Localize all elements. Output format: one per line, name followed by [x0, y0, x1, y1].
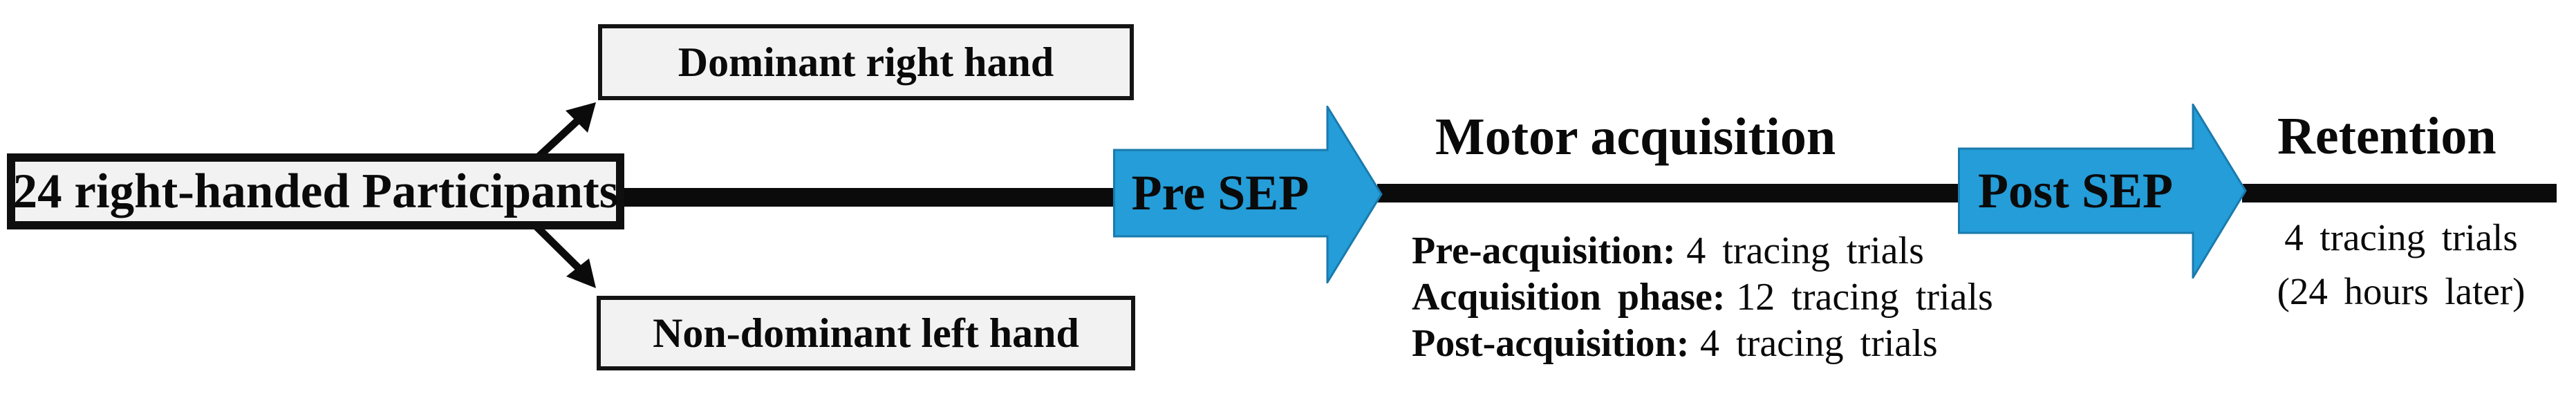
pre-sep-arrow-shape — [1113, 106, 1383, 283]
motor-acquisition-title: Motor acquisition — [1435, 108, 1836, 166]
dominant-hand-label: Dominant right hand — [678, 39, 1054, 85]
pre-acquisition-line: Pre-acquisition:4 tracing trials — [1412, 228, 1993, 274]
pre-acquisition-label: Pre-acquisition: — [1412, 229, 1676, 272]
retention-timing-line: (24 hours later) — [2277, 270, 2526, 312]
dominant-hand-box: Dominant right hand — [598, 24, 1134, 100]
nondominant-hand-box: Non-dominant left hand — [597, 296, 1135, 370]
retention-trials-line: 4 tracing trials — [2284, 216, 2518, 258]
nondominant-hand-label: Non-dominant left hand — [653, 310, 1079, 356]
retention-title: Retention — [2277, 107, 2496, 165]
timeline-segment-3 — [2242, 184, 2557, 202]
post-sep-arrow-shape — [1958, 104, 2247, 279]
branch-arrow-down-icon — [528, 218, 596, 288]
post-acquisition-label: Post-acquisition: — [1412, 322, 1690, 365]
acquisition-phase-value: 12 tracing trials — [1736, 276, 1993, 319]
acquisition-phase-label: Acquisition phase: — [1412, 276, 1726, 319]
post-acquisition-value: 4 tracing trials — [1700, 322, 1938, 365]
retention-details: 4 tracing trials (24 hours later) — [2246, 211, 2557, 319]
post-acquisition-line: Post-acquisition:4 tracing trials — [1412, 321, 1993, 367]
motor-acquisition-details: Pre-acquisition:4 tracing trials Acquisi… — [1412, 228, 1993, 367]
post-sep-label: Post SEP — [1977, 162, 2174, 218]
acquisition-phase-line: Acquisition phase:12 tracing trials — [1412, 274, 1993, 321]
pre-sep-label: Pre SEP — [1131, 165, 1309, 220]
participants-label: 24 right-handed Participants — [12, 164, 619, 218]
timeline-segment-2 — [1377, 184, 1961, 202]
participants-box: 24 right-handed Participants — [7, 153, 624, 229]
timeline-segment-1 — [619, 188, 1119, 207]
pre-acquisition-value: 4 tracing trials — [1686, 229, 1924, 272]
